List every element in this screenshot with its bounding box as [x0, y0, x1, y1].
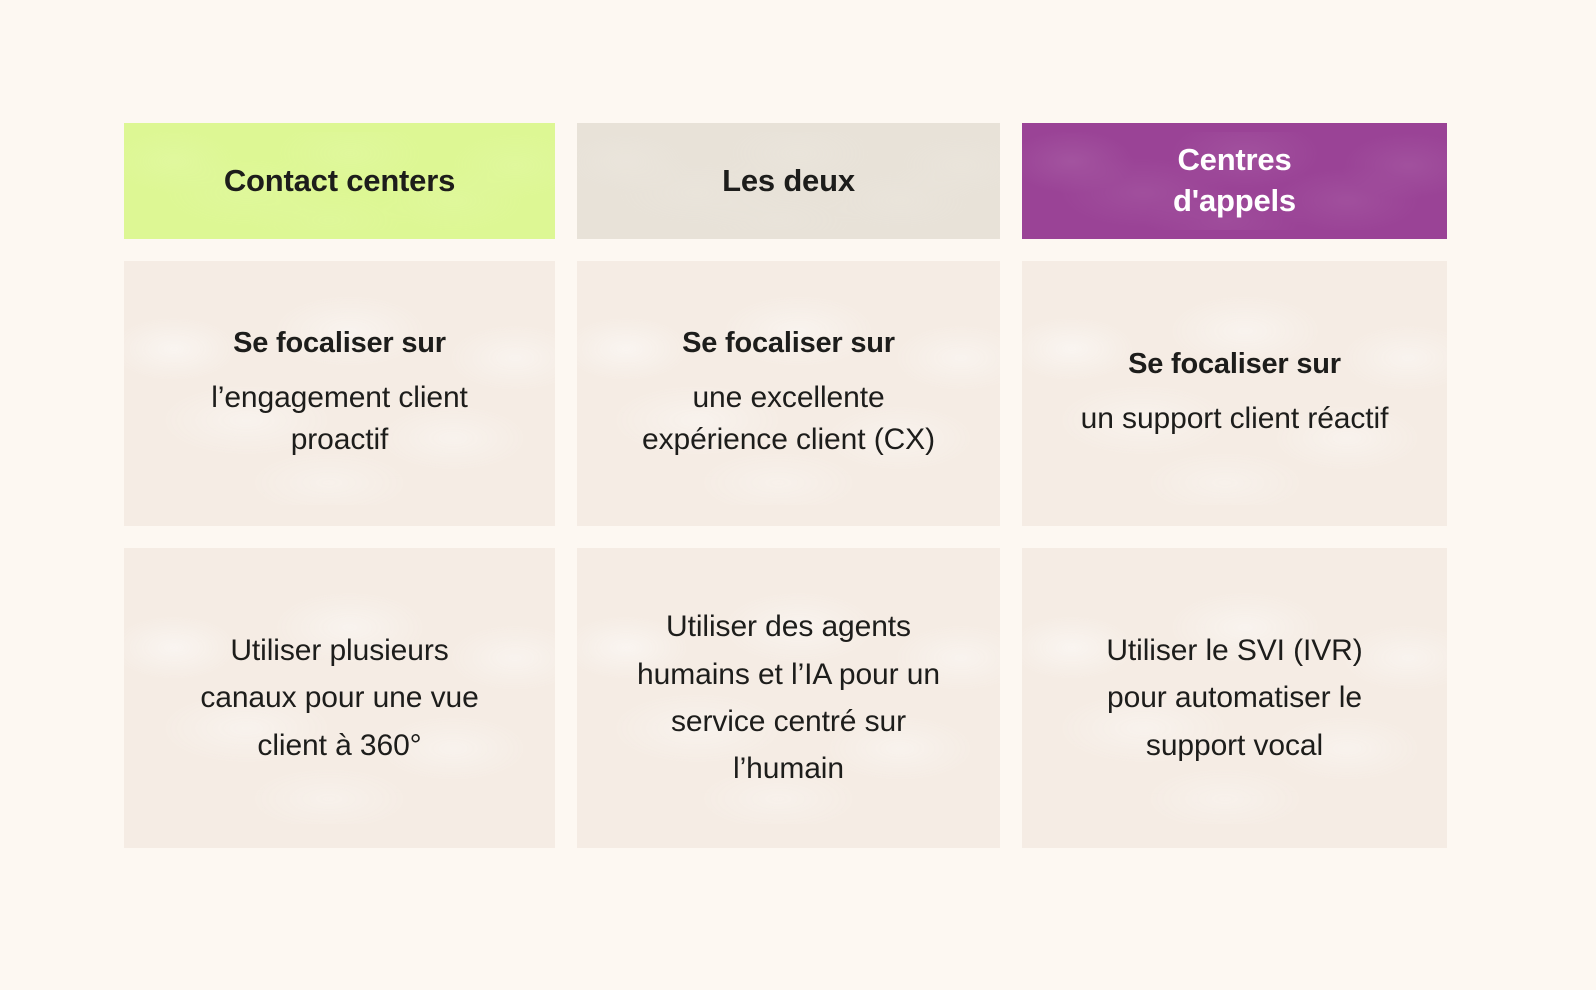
focus-cell-contact-centers: Se focaliser sur l’engagement client pro… — [124, 261, 555, 526]
comparison-table: Contact centers Les deux Centres d'appel… — [124, 123, 1447, 848]
column-header-label: Centres — [1177, 142, 1292, 178]
column-header-contact-centers: Contact centers — [124, 123, 555, 239]
column-header-label: Contact centers — [223, 162, 456, 198]
column-header-label-second-line: d'appels — [1173, 183, 1296, 218]
focus-cell-les-deux: Se focaliser sur une excellente expérien… — [577, 261, 1000, 526]
usage-cell-contact-centers: Utiliser plusieurs canaux pour une vue c… — [124, 548, 555, 848]
focus-lead: Se focaliser sur — [682, 327, 895, 360]
usage-note: Utiliser plusieurs canaux pour une vue c… — [200, 633, 479, 762]
column-header-label: Les deux — [722, 162, 855, 198]
focus-detail: l’engagement client proactif — [211, 380, 468, 457]
usage-note: Utiliser le SVI (IVR) pour automatiser l… — [1106, 633, 1363, 762]
focus-lead: Se focaliser sur — [233, 327, 446, 360]
focus-cell-centres-dappels: Se focaliser sur un support client réact… — [1022, 261, 1447, 526]
focus-lead: Se focaliser sur — [1128, 348, 1341, 381]
usage-cell-centres-dappels: Utiliser le SVI (IVR) pour automatiser l… — [1022, 548, 1447, 848]
column-header-les-deux: Les deux — [577, 123, 1000, 239]
usage-note: Utiliser des agents humains et l’IA pour… — [637, 610, 940, 786]
usage-cell-les-deux: Utiliser des agents humains et l’IA pour… — [577, 548, 1000, 848]
focus-detail: une excellente expérience client (CX) — [642, 380, 935, 457]
column-header-centres-dappels: Centres d'appels — [1022, 123, 1447, 239]
focus-detail: un support client réactif — [1080, 402, 1389, 436]
